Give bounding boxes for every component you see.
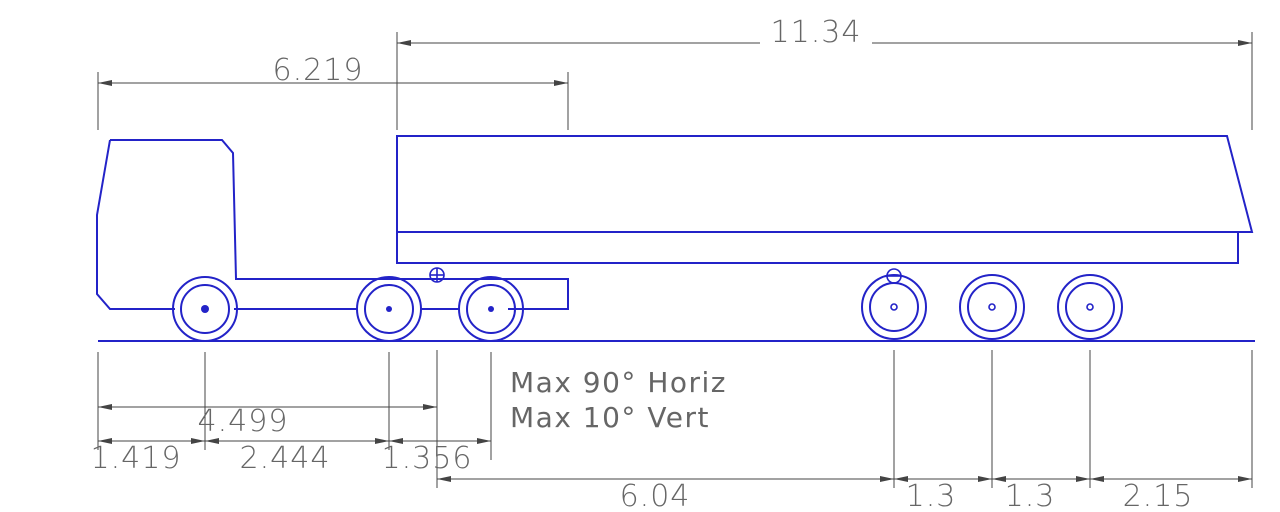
label-overall-trailer: 11.34 <box>771 15 862 50</box>
trailer-body <box>396 135 1254 264</box>
top-extension-lines <box>97 32 1253 130</box>
label-drive-axle-spread: 1.356 <box>382 441 473 476</box>
trailer-wheel-2 <box>959 274 1025 340</box>
dim-overall-trailer: 11.34 <box>397 15 1252 50</box>
label-trailer-axle-spread-1: 1.3 <box>906 479 957 512</box>
label-rear-overhang: 2.15 <box>1123 479 1194 512</box>
kingpin-symbol <box>429 267 445 283</box>
label-front-to-kingpin: 4.499 <box>198 404 289 439</box>
label-trailer-axle-spread-2: 1.3 <box>1005 479 1056 512</box>
note-horizontal: Max 90° Horiz <box>510 366 727 399</box>
articulation-note: Max 90° Horiz Max 10° Vert <box>510 366 727 434</box>
label-tractor-wheelbase: 2.444 <box>240 441 331 476</box>
label-tractor-to-kingpin: 6.219 <box>273 53 364 88</box>
dim-front-to-kingpin: 4.499 <box>98 404 437 439</box>
drive-wheel-2 <box>458 276 524 342</box>
tractor-cab-outline <box>96 139 569 310</box>
bottom-extension-lines <box>97 350 1253 488</box>
dim-axle-row: 1.419 2.444 1.356 <box>91 438 491 476</box>
trailer-wheel-1 <box>861 274 927 340</box>
note-vertical: Max 10° Vert <box>510 401 710 434</box>
trailer-wheel-3 <box>1057 274 1123 340</box>
drive-wheel-1 <box>356 276 422 342</box>
dim-trailer-row: 6.04 1.3 1.3 2.15 <box>437 476 1252 512</box>
dim-tractor-to-kingpin: 6.219 <box>98 53 568 88</box>
front-wheel <box>172 276 238 342</box>
label-kingpin-to-trailer-axle: 6.04 <box>620 479 691 512</box>
label-front-overhang: 1.419 <box>91 441 182 476</box>
